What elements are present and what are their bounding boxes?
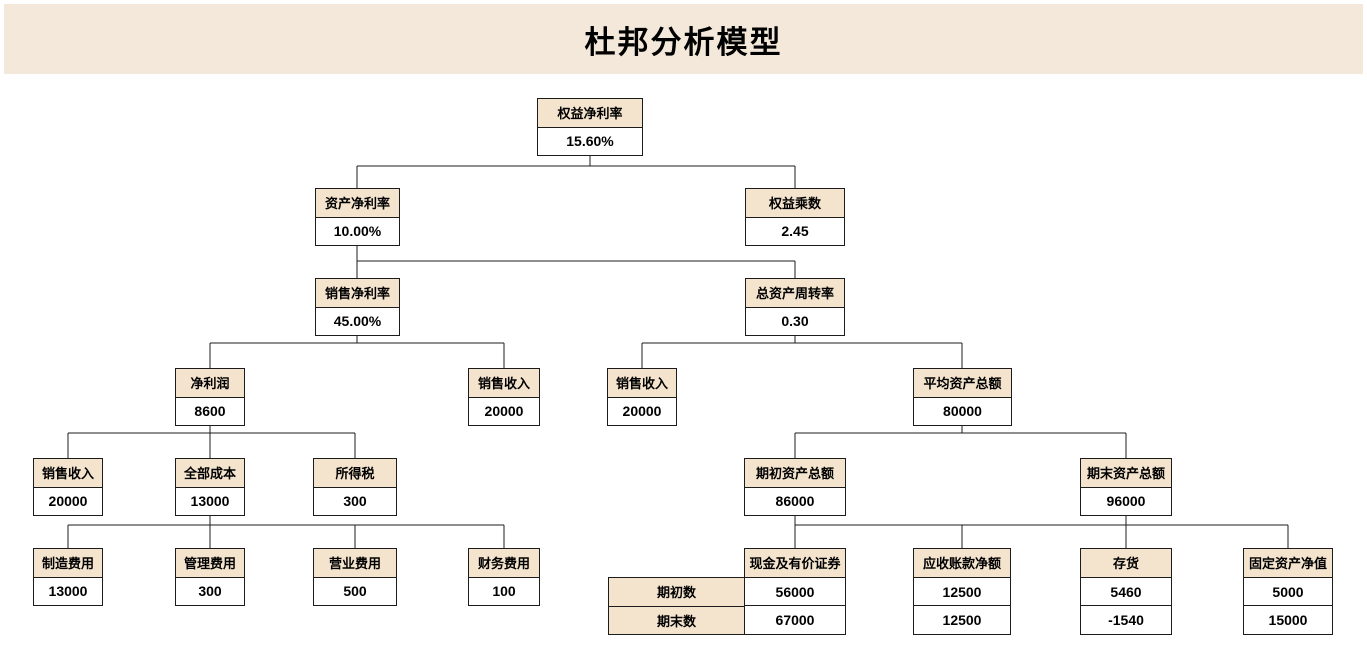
receivables-beginning-value: 12500 (914, 576, 1010, 606)
node-average-total-assets-value: 80000 (914, 397, 1011, 425)
node-total-asset-turnover-value: 0.30 (746, 307, 844, 335)
row-label-ending: 期末数 (609, 605, 744, 634)
node-operating-expense-value: 500 (314, 577, 396, 605)
table-column-fixed-assets: 固定资产净值 5000 15000 (1243, 548, 1333, 635)
node-beginning-total-assets: 期初资产总额 86000 (744, 458, 846, 516)
inventory-header: 存货 (1081, 549, 1171, 577)
node-admin-expense-value: 300 (176, 577, 244, 605)
table-column-cash: 现金及有价证券 56000 67000 (744, 548, 846, 635)
node-roe-label: 权益净利率 (538, 99, 642, 128)
page-title: 杜邦分析模型 (584, 24, 783, 60)
node-financial-expense-label: 财务费用 (469, 549, 539, 578)
node-sales-revenue-under-margin-label: 销售收入 (469, 369, 539, 398)
fixed-assets-header: 固定资产净值 (1244, 549, 1332, 577)
node-manufacturing-expense-label: 制造费用 (34, 549, 102, 578)
node-financial-expense-value: 100 (469, 577, 539, 605)
fixed-assets-beginning-value: 5000 (1244, 576, 1332, 606)
node-total-asset-turnover: 总资产周转率 0.30 (745, 278, 845, 336)
title-banner: 杜邦分析模型 (4, 4, 1363, 74)
node-total-cost-value: 13000 (176, 487, 244, 515)
node-net-profit-margin-value: 45.00% (316, 307, 399, 335)
table-column-receivables: 应收账款净额 12500 12500 (913, 548, 1011, 635)
inventory-beginning-value: 5460 (1081, 576, 1171, 606)
node-average-total-assets-label: 平均资产总额 (914, 369, 1011, 398)
cash-beginning-value: 56000 (745, 576, 845, 606)
node-roa-value: 10.00% (316, 217, 399, 245)
cash-header: 现金及有价证券 (745, 549, 845, 577)
receivables-header: 应收账款净额 (914, 549, 1010, 577)
node-total-asset-turnover-label: 总资产周转率 (746, 279, 844, 308)
table-row-labels: 期初数 期末数 (608, 577, 745, 635)
node-admin-expense: 管理费用 300 (175, 548, 245, 606)
node-sales-revenue-under-turnover: 销售收入 20000 (607, 368, 677, 426)
node-sales-revenue-under-turnover-value: 20000 (608, 397, 676, 425)
node-equity-multiplier-label: 权益乘数 (746, 189, 844, 218)
node-net-profit-value: 8600 (176, 397, 244, 425)
node-manufacturing-expense-value: 13000 (34, 577, 102, 605)
node-income-tax-label: 所得税 (314, 459, 396, 488)
node-average-total-assets: 平均资产总额 80000 (913, 368, 1012, 426)
node-operating-expense-label: 营业费用 (314, 549, 396, 578)
node-manufacturing-expense: 制造费用 13000 (33, 548, 103, 606)
node-operating-expense: 营业费用 500 (313, 548, 397, 606)
node-total-cost-label: 全部成本 (176, 459, 244, 488)
node-equity-multiplier-value: 2.45 (746, 217, 844, 245)
node-roa: 资产净利率 10.00% (315, 188, 400, 246)
node-total-cost: 全部成本 13000 (175, 458, 245, 516)
node-net-profit-margin: 销售净利率 45.00% (315, 278, 400, 336)
cash-ending-value: 67000 (745, 605, 845, 634)
receivables-ending-value: 12500 (914, 605, 1010, 634)
fixed-assets-ending-value: 15000 (1244, 605, 1332, 634)
node-financial-expense: 财务费用 100 (468, 548, 540, 606)
node-ending-total-assets-label: 期末资产总额 (1081, 459, 1171, 488)
node-sales-revenue-under-margin-value: 20000 (469, 397, 539, 425)
node-net-profit-margin-label: 销售净利率 (316, 279, 399, 308)
node-roa-label: 资产净利率 (316, 189, 399, 218)
node-sales-revenue-under-profit-label: 销售收入 (34, 459, 102, 488)
node-income-tax: 所得税 300 (313, 458, 397, 516)
node-roe-value: 15.60% (538, 127, 642, 155)
node-admin-expense-label: 管理费用 (176, 549, 244, 578)
inventory-ending-value: -1540 (1081, 605, 1171, 634)
node-sales-revenue-under-profit-value: 20000 (34, 487, 102, 515)
row-label-beginning: 期初数 (609, 578, 744, 606)
node-beginning-total-assets-value: 86000 (745, 487, 845, 515)
node-income-tax-value: 300 (314, 487, 396, 515)
table-column-inventory: 存货 5460 -1540 (1080, 548, 1172, 635)
node-sales-revenue-under-profit: 销售收入 20000 (33, 458, 103, 516)
node-roe: 权益净利率 15.60% (537, 98, 643, 156)
node-ending-total-assets-value: 96000 (1081, 487, 1171, 515)
node-sales-revenue-under-margin: 销售收入 20000 (468, 368, 540, 426)
node-net-profit: 净利润 8600 (175, 368, 245, 426)
node-beginning-total-assets-label: 期初资产总额 (745, 459, 845, 488)
node-net-profit-label: 净利润 (176, 369, 244, 398)
node-ending-total-assets: 期末资产总额 96000 (1080, 458, 1172, 516)
node-sales-revenue-under-turnover-label: 销售收入 (608, 369, 676, 398)
node-equity-multiplier: 权益乘数 2.45 (745, 188, 845, 246)
